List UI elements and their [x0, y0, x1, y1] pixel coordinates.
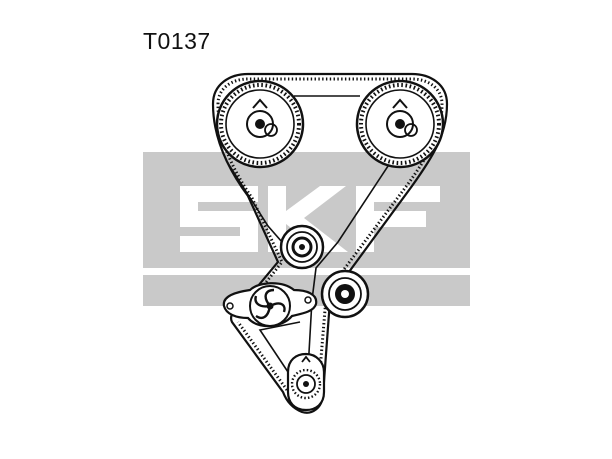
belt-inner-bottom [258, 321, 301, 373]
belt-outer [211, 72, 449, 414]
water-pump-icon [222, 282, 318, 328]
idler-pulley-icon [320, 269, 370, 319]
tensioner-pulley-icon [279, 224, 325, 270]
camshaft-pulley-left-icon [215, 79, 305, 169]
watermark-band-gap [143, 268, 470, 275]
part-number-label: T0137 [143, 28, 211, 54]
crankshaft-pulley-icon [286, 352, 326, 412]
timing-belt [211, 72, 449, 414]
watermark-letter-f [356, 186, 440, 252]
belt-inner-right [307, 159, 393, 371]
belt-teeth [216, 77, 444, 395]
camshaft-pulley-right-icon [355, 79, 445, 169]
watermark-letter-s [180, 186, 258, 252]
